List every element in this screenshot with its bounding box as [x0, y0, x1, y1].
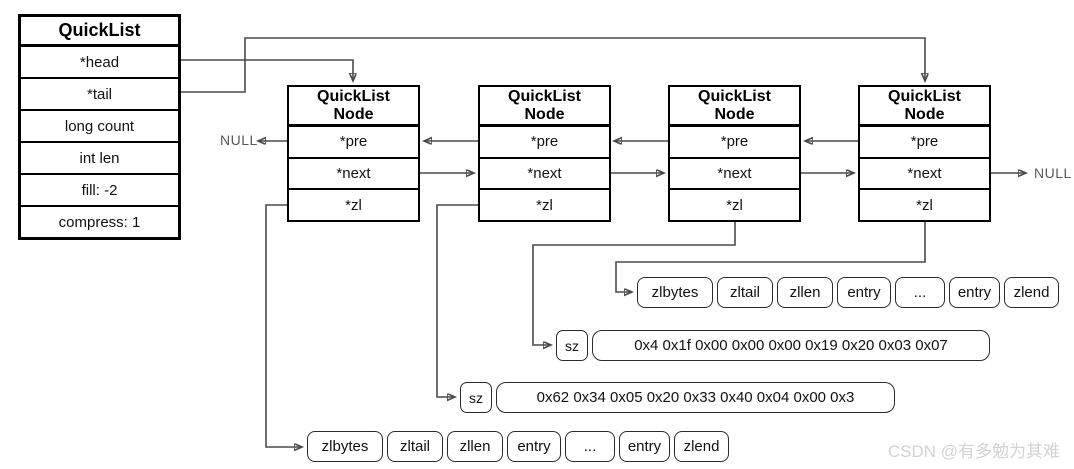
quicklist-box: QuickList *head *tail long count int len… [18, 14, 181, 240]
zl4-to-ziplist-arrow [615, 222, 926, 292]
ziplist-cell-zltail: zltail [387, 431, 443, 462]
ziplist-cell-zlbytes: zlbytes [307, 431, 383, 462]
node-title: QuickList Node [289, 87, 418, 127]
ziplist-cell-ellipsis: ... [565, 431, 615, 462]
zl2-to-sz-arrow [436, 204, 478, 397]
quicklist-node-2: QuickList Node *pre *next *zl [478, 85, 611, 222]
node-title-line1: QuickList [888, 88, 961, 105]
sz-hex-value: 0x4 0x1f 0x00 0x00 0x00 0x19 0x20 0x03 0… [592, 330, 990, 361]
node-field-zl: *zl [860, 188, 989, 220]
node-field-zl: *zl [670, 188, 799, 220]
ziplist-cell-zlend: zlend [1004, 277, 1059, 308]
tail-pointer-arrow [181, 37, 925, 93]
quicklist-field-tail: *tail [21, 77, 178, 109]
quicklist-field-len: int len [21, 141, 178, 173]
ziplist-cell-entry: entry [619, 431, 670, 462]
node-field-pre: *pre [339, 133, 368, 151]
null-label-right: NULL [1034, 165, 1072, 181]
node-field-next: *next [480, 156, 609, 189]
quicklist-field-fill: fill: -2 [21, 173, 178, 205]
ziplist-cell-entry: entry [837, 277, 891, 308]
sz-label: sz [460, 382, 492, 413]
quicklist-node-4: QuickList Node *pre *next *zl [858, 85, 991, 222]
zl3-to-sz-arrow [532, 222, 736, 345]
node-title: QuickList Node [670, 87, 799, 127]
sz-label: sz [556, 330, 588, 361]
node-field-zl: *zl [480, 188, 609, 220]
node-field-next: *next [860, 156, 989, 189]
node-title: QuickList Node [480, 87, 609, 127]
node-title: QuickList Node [860, 87, 989, 127]
node-field-next: *next [670, 156, 799, 189]
quicklist-field-head: *head [79, 53, 120, 71]
ziplist-row-node4: zlbytes zltail zllen entry ... entry zle… [637, 277, 1059, 308]
ziplist-cell-zllen: zllen [447, 431, 503, 462]
ziplist-cell-zlend: zlend [674, 431, 729, 462]
node-field-zl: *zl [289, 188, 418, 220]
zl1-to-ziplist-arrow [265, 204, 302, 447]
node-field-pre: *pre [530, 133, 559, 151]
null-label-left: NULL [220, 132, 258, 148]
node-title-line2: Node [524, 106, 565, 123]
ziplist-cell-zltail: zltail [717, 277, 773, 308]
ziplist-cell-entry: entry [949, 277, 1000, 308]
ziplist-cell-zlbytes: zlbytes [637, 277, 713, 308]
node-title-line2: Node [333, 106, 374, 123]
node-field-pre: *pre [720, 133, 749, 151]
ziplist-cell-entry: entry [507, 431, 561, 462]
node-title-line1: QuickList [317, 88, 390, 105]
quicklist-title: QuickList [21, 17, 178, 47]
node-title-line1: QuickList [508, 88, 581, 105]
quicklist-field-count: long count [21, 109, 178, 141]
node-title-line2: Node [714, 106, 755, 123]
ziplist-row-node1: zlbytes zltail zllen entry ... entry zle… [307, 431, 729, 462]
quicklist-field-compress: compress: 1 [21, 205, 178, 237]
node-title-line1: QuickList [698, 88, 771, 105]
ziplist-cell-ellipsis: ... [895, 277, 945, 308]
quicklist-node-3: QuickList Node *pre *next *zl [668, 85, 801, 222]
sz-hex-value: 0x62 0x34 0x05 0x20 0x33 0x40 0x04 0x00 … [496, 382, 895, 413]
node-field-next: *next [289, 156, 418, 189]
sz-row-node2: sz 0x62 0x34 0x05 0x20 0x33 0x40 0x04 0x… [460, 382, 895, 413]
ziplist-cell-zllen: zllen [777, 277, 833, 308]
sz-row-node3: sz 0x4 0x1f 0x00 0x00 0x00 0x19 0x20 0x0… [556, 330, 990, 361]
quicklist-node-1: QuickList Node *pre *next *zl [287, 85, 420, 222]
csdn-watermark: CSDN @有多勉为其难 [887, 442, 1060, 461]
node-field-pre: *pre [910, 133, 939, 151]
node-title-line2: Node [904, 106, 945, 123]
head-pointer-arrow [181, 59, 353, 81]
